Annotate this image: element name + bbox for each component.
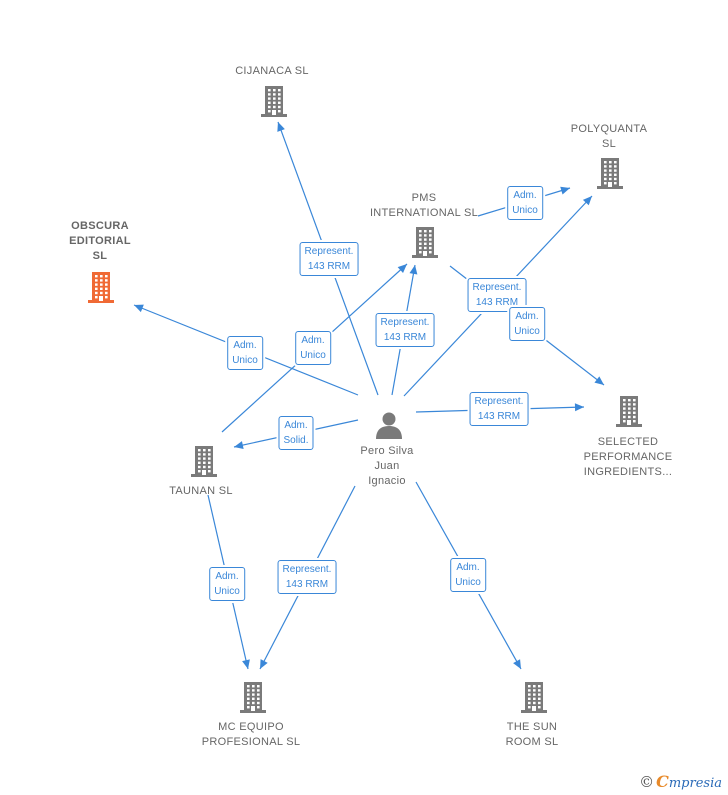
arrow-head [134, 304, 144, 313]
arrow-head [513, 659, 521, 669]
building-icon[interactable] [239, 680, 267, 714]
company-name-text: TAUNAN SL [169, 485, 233, 497]
relation-label-line: Solid. [283, 435, 309, 446]
arrow-head [409, 265, 418, 275]
person-icon[interactable] [374, 410, 404, 440]
relation-label-line: Adm. [515, 311, 539, 322]
relation-label-line: Adm. [233, 340, 257, 351]
relation-label-line: 143 RRM [307, 261, 351, 272]
relation-label-line: Adm. [456, 562, 480, 573]
empresia-watermark: ©Cmpresia [639, 772, 722, 791]
relation-label[interactable]: Adm. Unico [295, 331, 331, 365]
person-name-line: Juan [374, 460, 400, 472]
relation-label[interactable]: Represent. 143 RRM [299, 242, 359, 276]
relation-label-line: Represent. [304, 246, 354, 257]
relation-label-line: Represent. [282, 564, 332, 575]
relation-label-line: Unico [514, 326, 540, 337]
company-name-text: THE SUN ROOM SL [505, 721, 559, 748]
relation-label-line: Adm. [513, 190, 537, 201]
building-icon[interactable] [260, 84, 288, 118]
company-name-text: MC EQUIPO PROFESIONAL SL [201, 721, 301, 748]
relation-label-line: Adm. [301, 335, 325, 346]
relation-label-line: Adm. [284, 420, 308, 431]
arrow-head [397, 264, 407, 274]
relation-label-line: Represent. [472, 282, 522, 293]
relation-label[interactable]: Adm. Unico [507, 186, 543, 220]
brand-name: mpresia [668, 776, 722, 791]
relation-label[interactable]: Represent. 143 RRM [467, 278, 527, 312]
arrow-head [582, 196, 592, 206]
relation-label[interactable]: Adm. Unico [227, 336, 263, 370]
company-name-text: OBSCURA EDITORIAL SL [69, 220, 131, 262]
building-icon[interactable] [87, 270, 115, 304]
company-name-text: SELECTED PERFORMANCE INGREDIENTS... [583, 436, 673, 478]
person-name-line: Ignacio [368, 475, 406, 487]
arrow-head [574, 403, 584, 412]
brand-initial: C [656, 772, 669, 791]
relation-label[interactable]: Adm. Unico [509, 307, 545, 341]
person-name-line: Pero Silva [360, 445, 414, 457]
relation-label[interactable]: Represent. 143 RRM [375, 313, 435, 347]
relation-label-line: Unico [300, 350, 326, 361]
relation-label-line: 143 RRM [383, 332, 427, 343]
relation-label-line: Unico [455, 577, 481, 588]
relation-label-line: Unico [512, 205, 538, 216]
relation-label[interactable]: Represent. 143 RRM [277, 560, 337, 594]
arrow-head [234, 441, 244, 449]
company-name-text: POLYQUANTA SL [570, 123, 648, 150]
relation-label-line: Adm. [215, 571, 239, 582]
building-icon[interactable] [520, 680, 548, 714]
relation-label-line: Unico [232, 355, 258, 366]
relation-label-line: 143 RRM [477, 411, 521, 422]
relation-label-line: Represent. [474, 396, 524, 407]
relation-label-line: 143 RRM [285, 579, 329, 590]
relation-label-line: Unico [214, 586, 240, 597]
arrow-head [277, 122, 285, 132]
arrow-head [594, 376, 604, 385]
building-icon[interactable] [615, 394, 643, 428]
relation-label[interactable]: Adm. Solid. [278, 416, 314, 450]
relation-label[interactable]: Adm. Unico [450, 558, 486, 592]
relation-label-line: 143 RRM [475, 297, 519, 308]
arrow-head [560, 186, 570, 195]
building-icon[interactable] [190, 444, 218, 478]
arrow-head [260, 659, 268, 669]
relation-label-line: Represent. [380, 317, 430, 328]
building-icon[interactable] [411, 225, 439, 259]
copyright-symbol: © [639, 773, 655, 791]
relation-label[interactable]: Adm. Unico [209, 567, 245, 601]
company-name-text: PMS INTERNATIONAL SL [369, 192, 479, 219]
company-name-text: CIJANACA SL [235, 65, 309, 77]
relation-label[interactable]: Represent. 143 RRM [469, 392, 529, 426]
arrow-head [242, 659, 250, 669]
building-icon[interactable] [596, 156, 624, 190]
